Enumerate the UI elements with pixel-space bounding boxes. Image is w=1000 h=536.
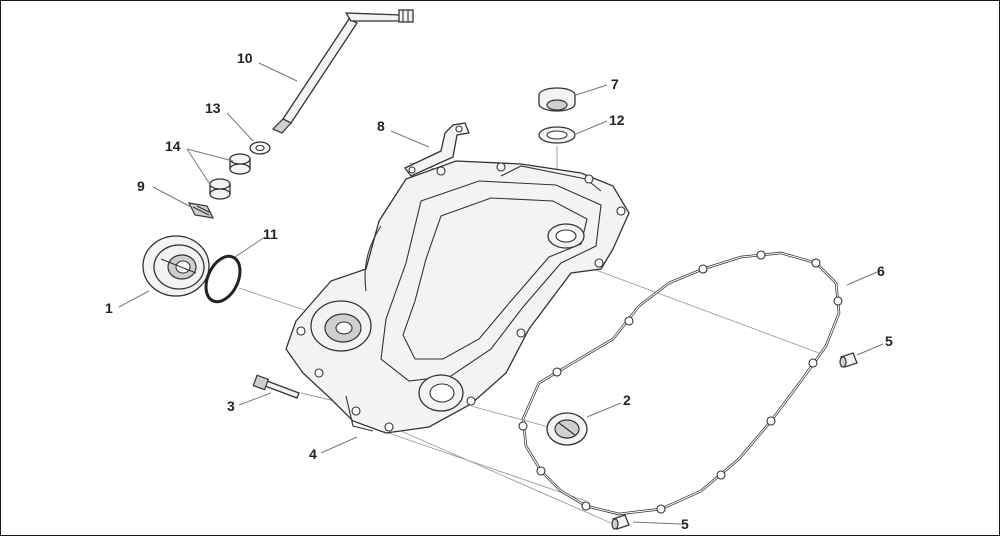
- part-1-cover-plug: [142, 235, 210, 297]
- callout-1: 1: [105, 300, 113, 316]
- callout-5-lower: 5: [681, 516, 689, 532]
- callout-6: 6: [877, 263, 885, 279]
- part-9-small-spring: [187, 202, 215, 219]
- callout-4: 4: [309, 446, 317, 462]
- part-12-seal-ring: [538, 126, 576, 144]
- part-6-gasket: [518, 250, 843, 516]
- callout-5-upper: 5: [885, 333, 893, 349]
- callout-8: 8: [377, 118, 385, 134]
- callout-13: 13: [205, 100, 221, 116]
- leader-lines: [118, 62, 884, 525]
- part-8-bracket: [404, 122, 470, 177]
- part-10-shaft: [271, 9, 414, 134]
- callout-11: 11: [263, 226, 278, 242]
- callout-7: 7: [611, 76, 619, 92]
- callout-9: 9: [137, 178, 145, 194]
- callout-labels: 10 13 14 9 11 1 3 4 8 7 12 6 5 2 5: [105, 50, 893, 532]
- part-2-plug: [546, 412, 588, 446]
- part-5-dowel-pin-lower: [611, 514, 630, 530]
- callout-12: 12: [609, 112, 625, 128]
- part-5-dowel-pin-upper: [839, 352, 858, 368]
- callout-2: 2: [623, 392, 631, 408]
- part-7-cap: [538, 87, 576, 112]
- callout-3: 3: [227, 398, 235, 414]
- part-11-o-ring: [204, 254, 242, 304]
- part-3-bolt: [252, 374, 300, 399]
- callout-10: 10: [237, 50, 253, 66]
- part-4-case-cover: [285, 160, 630, 434]
- part-13-washer: [249, 141, 271, 155]
- callout-14: 14: [165, 138, 181, 154]
- part-14-bushings: [209, 153, 251, 200]
